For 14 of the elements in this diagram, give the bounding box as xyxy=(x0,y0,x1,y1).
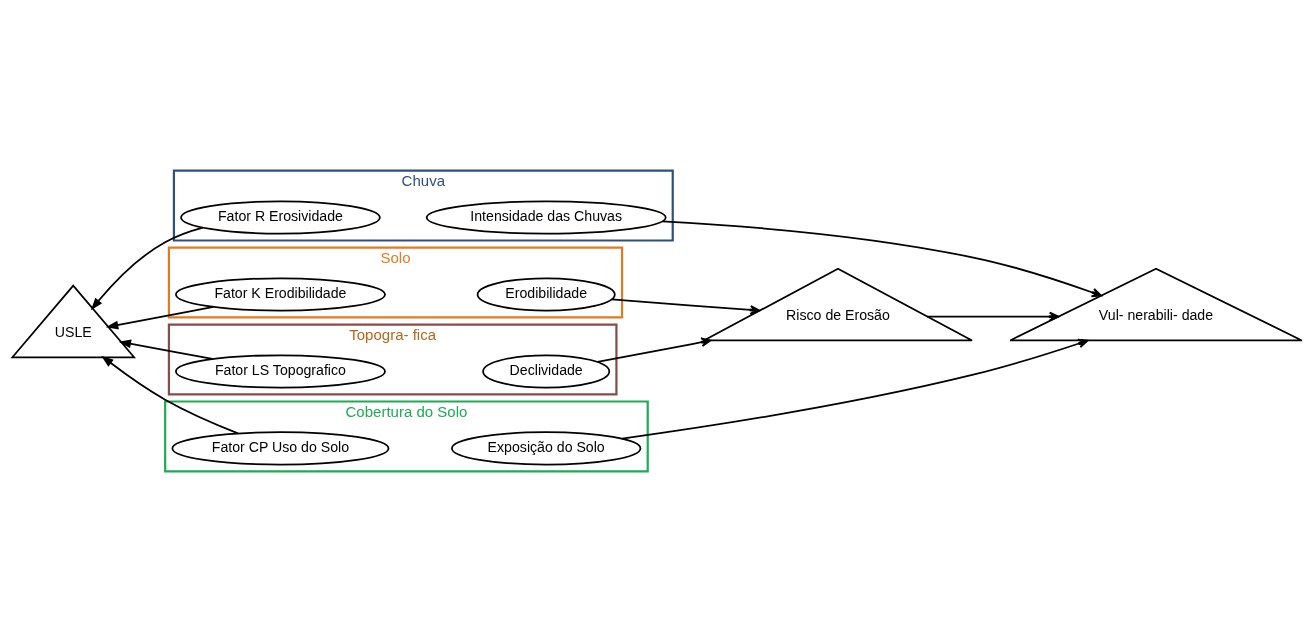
node-ellipse: Erodibilidade xyxy=(476,276,616,311)
arrow xyxy=(118,339,214,360)
arrow xyxy=(101,355,239,434)
node-ellipse: Declividade xyxy=(482,353,611,388)
node-ellipse: Fator R Erosividade xyxy=(180,199,381,235)
node-ellipse: Fator K Erodibilidade xyxy=(175,276,386,311)
arrow xyxy=(610,298,761,315)
node-ellipse: Intensidade das Chuvas xyxy=(425,199,667,235)
node-ellipse: Fator CP Uso do Solo xyxy=(171,430,390,465)
arrow xyxy=(596,336,712,363)
node-ellipse: Exposição do Solo xyxy=(451,430,642,465)
node-ellipse: Fator LS Topografico xyxy=(175,353,386,388)
arrow xyxy=(926,311,1060,321)
arrow xyxy=(621,338,1089,439)
